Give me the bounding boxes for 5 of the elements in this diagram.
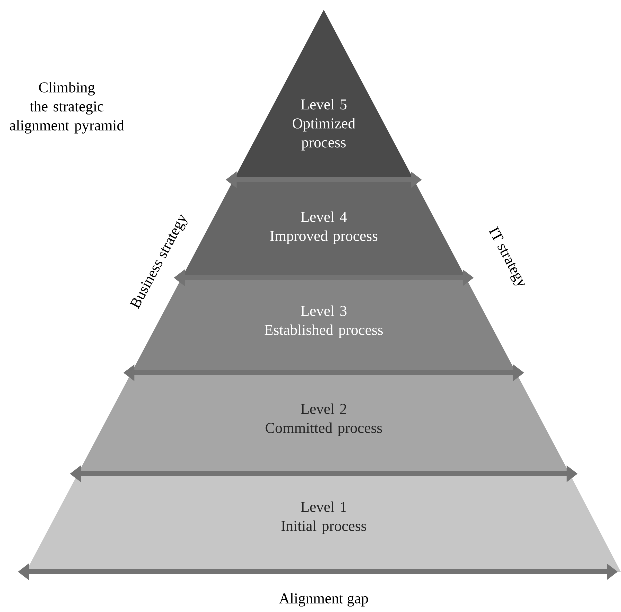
pyramid-level: Level 1 Initial process xyxy=(26,474,621,572)
base-label: Alignment gap xyxy=(279,593,368,607)
pyramid-level: Level 5 Optimized process xyxy=(234,10,414,180)
pyramid-level: Level 2 Committed process xyxy=(78,373,570,474)
title: Climbing the strategic alignment pyramid xyxy=(10,82,124,134)
